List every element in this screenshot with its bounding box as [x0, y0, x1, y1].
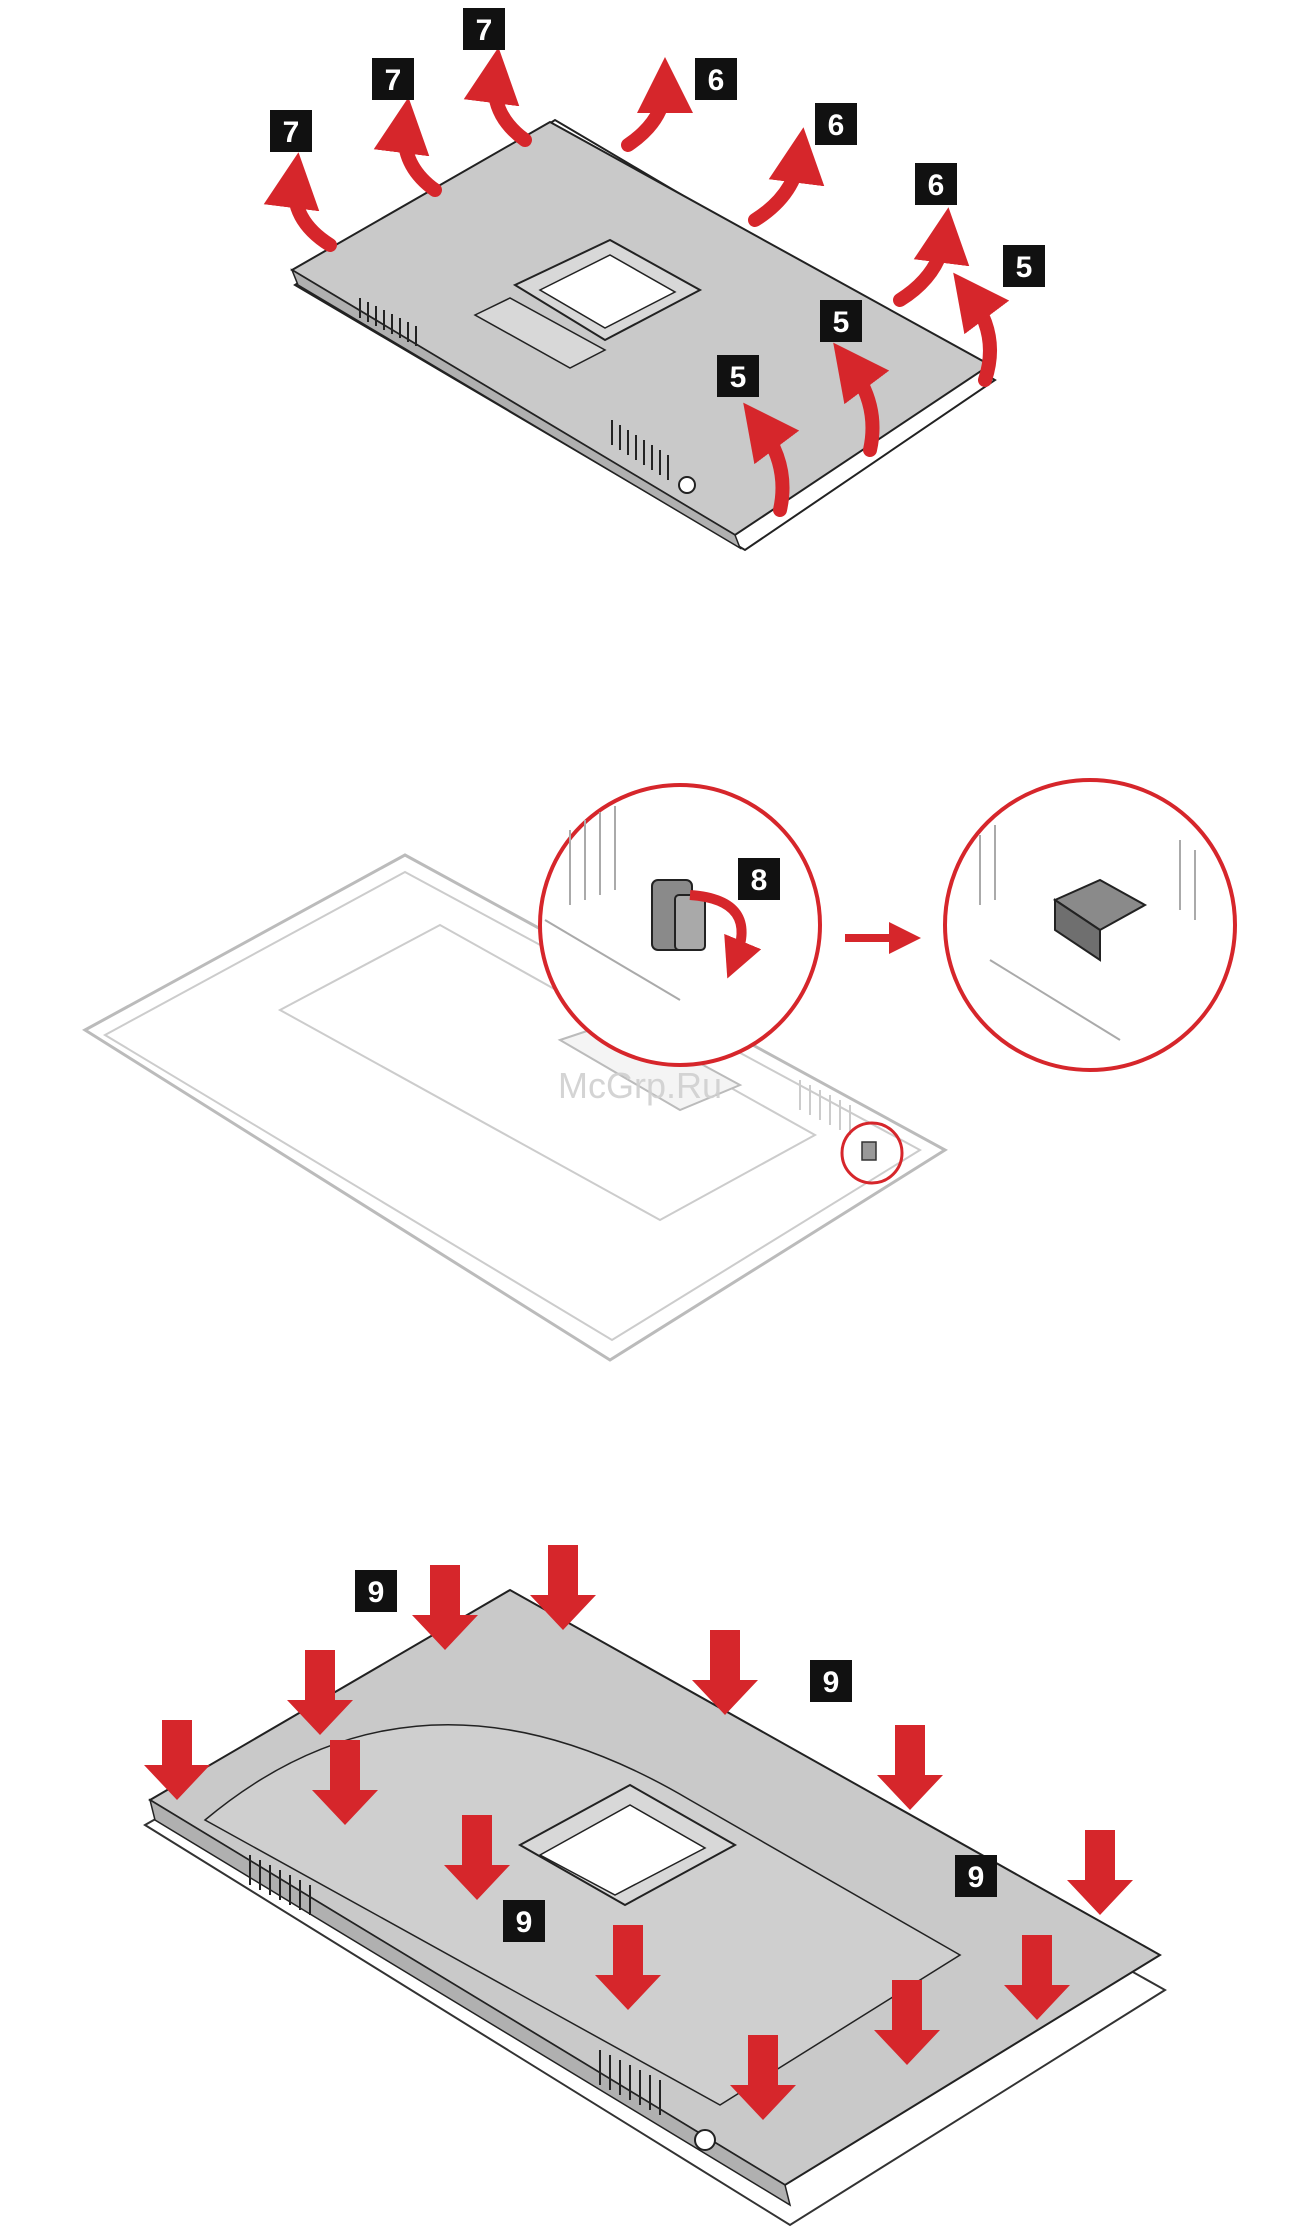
figure-2-release-latch: 8 McGrp.Ru: [85, 780, 1235, 1360]
svg-text:9: 9: [368, 1576, 385, 1609]
step-badge-7: 7: [372, 58, 414, 100]
step-badge-8: 8: [738, 858, 780, 900]
svg-text:9: 9: [516, 1906, 533, 1939]
step-badge-9: 9: [503, 1900, 545, 1942]
svg-text:9: 9: [823, 1666, 840, 1699]
step-badge-9: 9: [355, 1570, 397, 1612]
svg-text:6: 6: [708, 64, 725, 97]
step-badge-5: 5: [820, 300, 862, 342]
svg-text:7: 7: [476, 14, 493, 47]
svg-text:7: 7: [385, 64, 402, 97]
step-badge-6: 6: [815, 103, 857, 145]
step-badge-6: 6: [915, 163, 957, 205]
step-badge-7: 7: [463, 8, 505, 50]
svg-text:5: 5: [1016, 251, 1033, 284]
step-badge-5: 5: [1003, 245, 1045, 287]
figure-1-remove-cover: 7 7 7 6 6 6 5 5: [270, 8, 1045, 550]
power-button: [695, 2130, 715, 2150]
svg-text:5: 5: [730, 361, 747, 394]
step-badge-5: 5: [717, 355, 759, 397]
svg-text:8: 8: [751, 864, 768, 897]
svg-text:6: 6: [828, 109, 845, 142]
svg-text:7: 7: [283, 116, 300, 149]
svg-text:5: 5: [833, 306, 850, 339]
rear-cover: [292, 122, 990, 535]
step-badge-9: 9: [810, 1660, 852, 1702]
power-button: [679, 477, 695, 493]
step-badge-6: 6: [695, 58, 737, 100]
svg-text:9: 9: [968, 1861, 985, 1894]
svg-text:6: 6: [928, 169, 945, 202]
watermark: McGrp.Ru: [558, 1065, 722, 1106]
step-badge-9: 9: [955, 1855, 997, 1897]
step-badge-7: 7: [270, 110, 312, 152]
figure-3-install-cover: 9 9 9 9: [144, 1545, 1165, 2225]
